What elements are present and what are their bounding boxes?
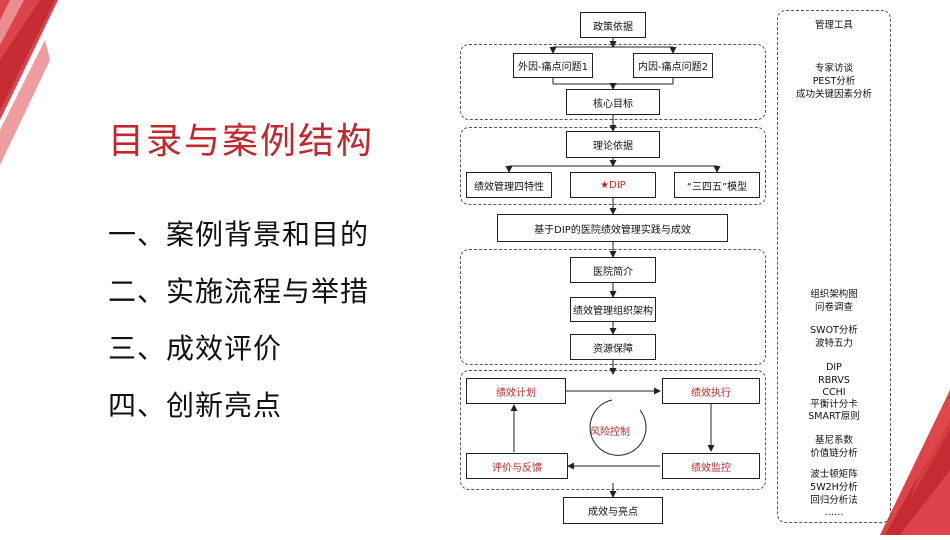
tool-item: CCHI	[822, 387, 846, 398]
tools-heading: 管理工具	[814, 20, 853, 31]
tool-item: SMART原则	[808, 411, 860, 422]
four-traits-box: 绩效管理四特性	[466, 172, 552, 198]
tool-item: 问卷调查	[814, 302, 853, 313]
tool-item: 波特五力	[814, 338, 853, 349]
external-problem-box: 外因-痛点问题1	[513, 53, 593, 78]
practice-box: 基于DIP的医院绩效管理实践与成效	[497, 214, 728, 242]
toc-item-1[interactable]: 一、案例背景和目的	[108, 218, 370, 251]
risk-control-label: 风险控制	[590, 427, 630, 438]
hospital-intro-box: 医院简介	[570, 257, 656, 283]
org-structure-box: 绩效管理组织架构	[570, 297, 656, 322]
plan-box: 绩效计划	[466, 378, 566, 404]
policy-basis-box: 政策依据	[580, 12, 646, 38]
tool-item: ……	[824, 507, 844, 518]
toc-item-3[interactable]: 三、成效评价	[108, 332, 283, 365]
tool-item: 回归分析法	[810, 495, 858, 506]
model-box: “三四五”模型	[674, 172, 760, 198]
execute-box: 绩效执行	[662, 378, 760, 404]
tool-item: 5W2H分析	[810, 482, 858, 493]
tool-item: PEST分析	[812, 76, 856, 87]
tool-item: DIP	[826, 362, 842, 373]
decorative-stripes-left	[0, 0, 58, 165]
toc-item-2[interactable]: 二、实施流程与举措	[108, 275, 370, 308]
tool-item: 成功关键因素分析	[795, 89, 872, 100]
tools-panel	[777, 10, 891, 523]
tool-item: 价值链分析	[810, 448, 858, 459]
tool-item: RBRVS	[818, 375, 850, 386]
tool-item: 基尼系数	[814, 435, 853, 446]
tool-item: 专家访谈	[814, 63, 853, 74]
tool-item: 平衡计分卡	[810, 399, 858, 410]
internal-problem-box: 内因-痛点问题2	[633, 53, 713, 78]
tool-item: SWOT分析	[810, 325, 858, 336]
page-title: 目录与案例结构	[108, 121, 375, 162]
decorative-stripes-right	[880, 390, 950, 535]
theory-basis-box: 理论依据	[566, 131, 660, 158]
monitor-box: 绩效监控	[662, 453, 760, 479]
dip-box: ★DIP	[570, 172, 656, 198]
toc-item-4[interactable]: 四、创新亮点	[108, 389, 283, 422]
results-box: 成效与亮点	[563, 497, 663, 524]
resources-box: 资源保障	[570, 334, 656, 360]
core-goal-box: 核心目标	[566, 89, 660, 115]
feedback-box: 评价与反馈	[466, 453, 568, 479]
tool-item: 波士顿矩阵	[810, 469, 858, 480]
tool-item: 组织架构图	[810, 289, 858, 300]
